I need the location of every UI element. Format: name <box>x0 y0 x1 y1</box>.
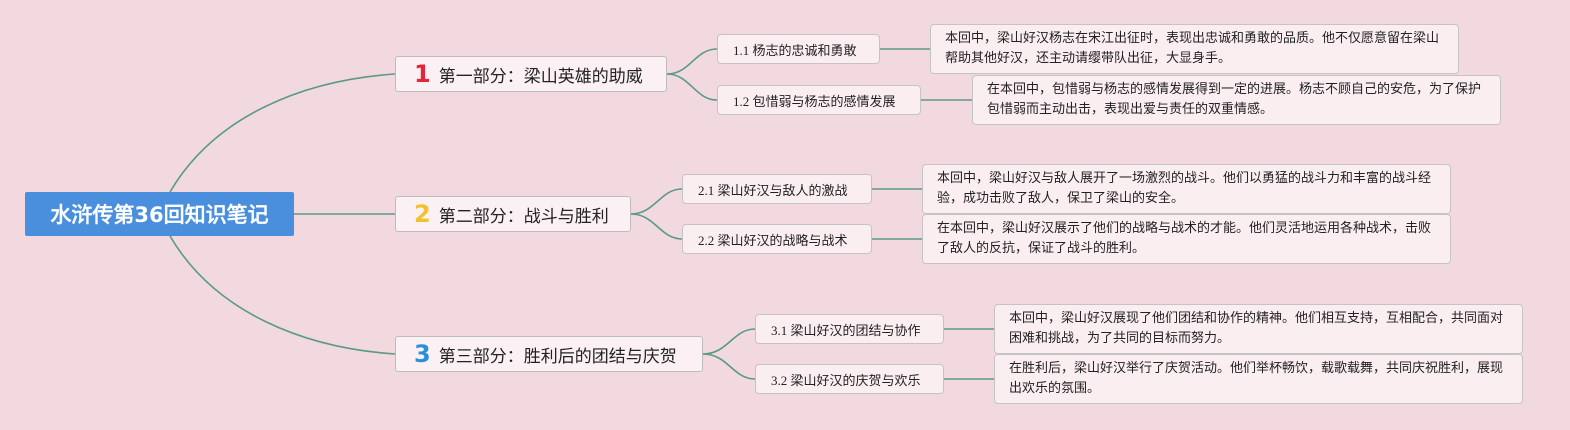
note-3-1-text: 本回中，梁山好汉展现了他们团结和协作的精神。他们相互支持，互相配合，共同面对困难… <box>1009 311 1504 346</box>
sub-1-1-title: 1.1 杨志的忠诚和勇敢 <box>733 42 857 58</box>
number-3-icon: 3 <box>414 340 431 368</box>
link-part1-sub1 <box>666 48 718 75</box>
note-2-2[interactable]: 在本回中，梁山好汉展示了他们的战略与战术的才能。他们灵活地运用各种战术，击败了敌… <box>922 214 1451 264</box>
note-2-2-text: 在本回中，梁山好汉展示了他们的战略与战术的才能。他们灵活地运用各种战术，击败了敌… <box>937 221 1432 256</box>
number-1-icon: 1 <box>414 60 431 88</box>
note-2-1[interactable]: 本回中，梁山好汉与敌人展开了一场激烈的战斗。他们以勇猛的战斗力和丰富的战斗经验，… <box>922 164 1451 214</box>
sub-1-1[interactable]: 1.1 杨志的忠诚和勇敢 <box>717 34 880 64</box>
root-topic[interactable]: 水浒传第36回知识笔记 <box>25 192 294 236</box>
note-2-1-text: 本回中，梁山好汉与敌人展开了一场激烈的战斗。他们以勇猛的战斗力和丰富的战斗经验，… <box>937 171 1432 206</box>
sub-2-1-title: 2.1 梁山好汉与敌人的激战 <box>698 182 848 198</box>
link-part2-sub1 <box>630 188 683 215</box>
link-part2-sub2 <box>630 213 683 240</box>
note-3-2[interactable]: 在胜利后，梁山好汉举行了庆贺活动。他们举杯畅饮，载歌载舞，共同庆祝胜利，展现出欢… <box>994 354 1523 404</box>
note-3-1[interactable]: 本回中，梁山好汉展现了他们团结和协作的精神。他们相互支持，互相配合，共同面对困难… <box>994 304 1523 354</box>
link-root-part3 <box>169 235 396 355</box>
note-1-2-text: 在本回中，包惜弱与杨志的感情发展得到一定的进展。杨志不顾自己的安危，为了保护包惜… <box>987 82 1482 117</box>
link-part1-sub2 <box>666 73 718 101</box>
sub-3-2-title: 3.2 梁山好汉的庆贺与欢乐 <box>771 372 921 388</box>
sub-2-2-title: 2.2 梁山好汉的战略与战术 <box>698 232 848 248</box>
number-2-icon: 2 <box>414 200 431 228</box>
part1-title: 第一部分：梁山英雄的助威 <box>438 66 643 87</box>
part3-topic[interactable]: 3 第三部分：胜利后的团结与庆贺 <box>395 336 703 372</box>
part2-topic[interactable]: 2 第二部分：战斗与胜利 <box>395 196 631 232</box>
note-1-2[interactable]: 在本回中，包惜弱与杨志的感情发展得到一定的进展。杨志不顾自己的安危，为了保护包惜… <box>972 75 1501 125</box>
note-1-1[interactable]: 本回中，梁山好汉杨志在宋江出征时，表现出忠诚和勇敢的品质。他不仅愿意留在梁山帮助… <box>930 24 1459 74</box>
sub-3-2[interactable]: 3.2 梁山好汉的庆贺与欢乐 <box>755 364 944 394</box>
sub-1-2-title: 1.2 包惜弱与杨志的感情发展 <box>733 93 896 109</box>
sub-1-2[interactable]: 1.2 包惜弱与杨志的感情发展 <box>717 85 921 115</box>
link-part3-sub1 <box>702 328 756 355</box>
sub-3-1-title: 3.1 梁山好汉的团结与协作 <box>771 322 921 338</box>
note-3-2-text: 在胜利后，梁山好汉举行了庆贺活动。他们举杯畅饮，载歌载舞，共同庆祝胜利，展现出欢… <box>1009 361 1504 396</box>
part1-topic[interactable]: 1 第一部分：梁山英雄的助威 <box>395 56 667 92</box>
link-part3-sub2 <box>702 353 756 380</box>
root-title: 水浒传第36回知识笔记 <box>50 203 269 227</box>
part3-title: 第三部分：胜利后的团结与庆贺 <box>438 346 677 367</box>
part2-title: 第二部分：战斗与胜利 <box>438 206 609 227</box>
link-root-part1 <box>169 73 396 193</box>
sub-2-2[interactable]: 2.2 梁山好汉的战略与战术 <box>682 224 872 254</box>
note-1-1-text: 本回中，梁山好汉杨志在宋江出征时，表现出忠诚和勇敢的品质。他不仅愿意留在梁山帮助… <box>945 31 1440 66</box>
sub-2-1[interactable]: 2.1 梁山好汉与敌人的激战 <box>682 174 872 204</box>
sub-3-1[interactable]: 3.1 梁山好汉的团结与协作 <box>755 314 944 344</box>
